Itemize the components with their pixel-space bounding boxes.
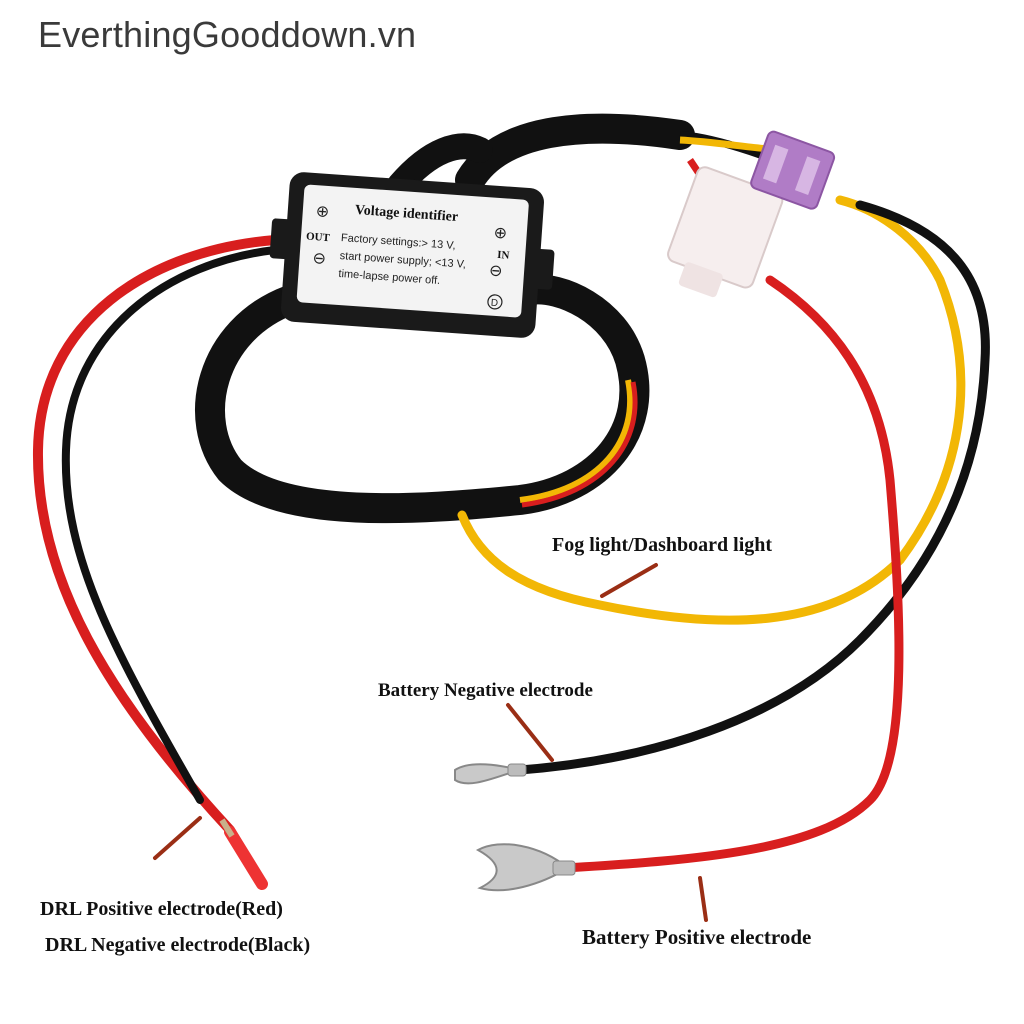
in-minus-icon: ⊖ bbox=[488, 262, 503, 280]
fuse bbox=[750, 130, 836, 210]
battery-negative-wire bbox=[515, 200, 990, 775]
battery-positive-wire bbox=[560, 275, 904, 873]
fog-light-label: Fog light/Dashboard light bbox=[552, 534, 773, 556]
in-label: IN bbox=[497, 249, 510, 262]
drl-positive-label: DRL Positive electrode(Red) bbox=[40, 898, 283, 920]
negative-spade-terminal bbox=[454, 763, 527, 785]
pointer-lines bbox=[153, 563, 708, 922]
module-title: Voltage identifier bbox=[354, 203, 458, 225]
d-terminal-icon: D bbox=[490, 298, 498, 309]
watermark-text: EverthingGooddown.vn bbox=[38, 14, 417, 55]
voltage-identifier-module: Voltage identifier Factory settings:> 13… bbox=[269, 172, 555, 338]
black-cable-loop bbox=[195, 274, 650, 524]
out-label: OUT bbox=[306, 231, 331, 245]
battery-positive-label: Battery Positive electrode bbox=[582, 925, 812, 949]
out-plus-icon: ⊕ bbox=[315, 203, 330, 221]
fuse-holder bbox=[667, 166, 784, 298]
drl-negative-label: DRL Negative electrode(Black) bbox=[45, 934, 311, 956]
drl-positive-wire bbox=[32, 235, 280, 889]
out-minus-icon: ⊖ bbox=[312, 250, 327, 268]
battery-negative-label: Battery Negative electrode bbox=[378, 680, 593, 701]
top-black-sleeve bbox=[455, 113, 695, 195]
positive-spade-terminal bbox=[475, 843, 576, 892]
in-plus-icon: ⊕ bbox=[493, 225, 508, 243]
